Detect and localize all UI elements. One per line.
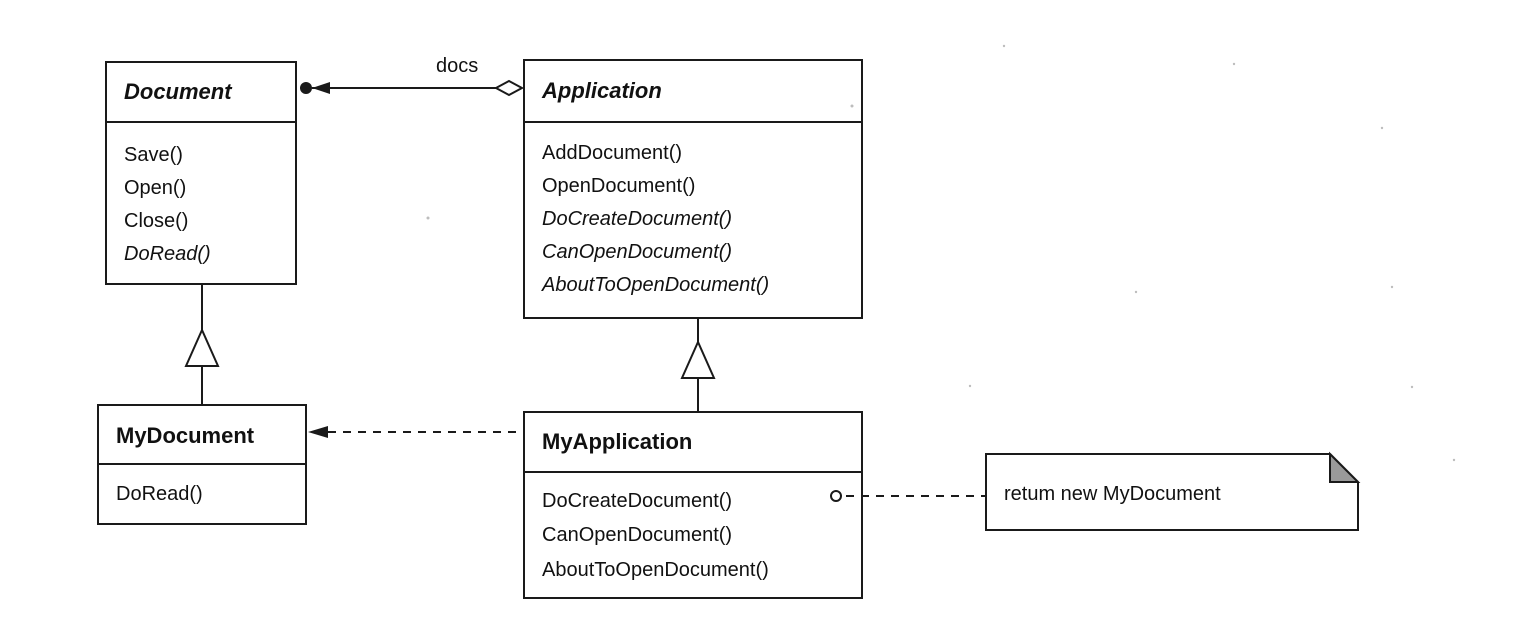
- op-myapp-docreatedocument: DoCreateDocument(): [542, 490, 732, 512]
- class-mydocument: MyDocument DoRead(): [97, 404, 307, 525]
- op-myapp-abouttoopendocument: AboutToOpenDocument(): [542, 559, 769, 581]
- note-folded-corner-icon: [1329, 451, 1361, 483]
- op-abouttoopendocument: AboutToOpenDocument(): [541, 274, 769, 296]
- note-anchor-icon: [830, 490, 842, 502]
- association-label-docs: docs: [436, 55, 478, 77]
- op-save: Save(): [124, 144, 183, 166]
- class-name-myapplication: MyApplication: [542, 429, 692, 454]
- inheritance-mydocument-document: [184, 284, 220, 405]
- op-open: Open(): [124, 177, 186, 199]
- aggregation-diamond-icon: [493, 79, 525, 97]
- class-name-document: Document: [124, 79, 233, 104]
- class-myapplication: MyApplication DoCreateDocument() CanOpen…: [523, 411, 863, 599]
- op-mydocument-doread: DoRead(): [116, 483, 203, 505]
- class-name-mydocument: MyDocument: [116, 423, 255, 448]
- op-doread: DoRead(): [124, 243, 211, 265]
- op-myapp-canopendocument: CanOpenDocument(): [542, 524, 732, 546]
- inheritance-myapplication-application: [680, 318, 716, 412]
- op-adddocument: AddDocument(): [542, 142, 682, 164]
- op-docreatedocument: DoCreateDocument(): [542, 208, 732, 230]
- scan-specks: [426, 44, 1456, 462]
- op-canopendocument: CanOpenDocument(): [542, 241, 732, 263]
- generalization-triangle-icon: [184, 327, 220, 367]
- note-text: retum new MyDocument: [1004, 483, 1221, 505]
- multiplicity-dot-icon: [300, 82, 312, 94]
- association-docs: docs: [300, 55, 525, 97]
- op-close: Close(): [124, 210, 188, 232]
- navigation-arrow-icon: [312, 82, 330, 94]
- generalization-triangle-icon: [680, 339, 716, 379]
- note-box: [985, 453, 1359, 531]
- class-document: Document Save() Open() Close() DoRead(): [105, 61, 297, 285]
- class-name-application: Application: [541, 78, 662, 103]
- dependency-creates: [308, 426, 524, 438]
- op-opendocument: OpenDocument(): [542, 175, 695, 197]
- implementation-note: retum new MyDocument: [830, 451, 1361, 531]
- dependency-arrow-icon: [308, 426, 328, 438]
- class-application: Application AddDocument() OpenDocument()…: [523, 59, 863, 319]
